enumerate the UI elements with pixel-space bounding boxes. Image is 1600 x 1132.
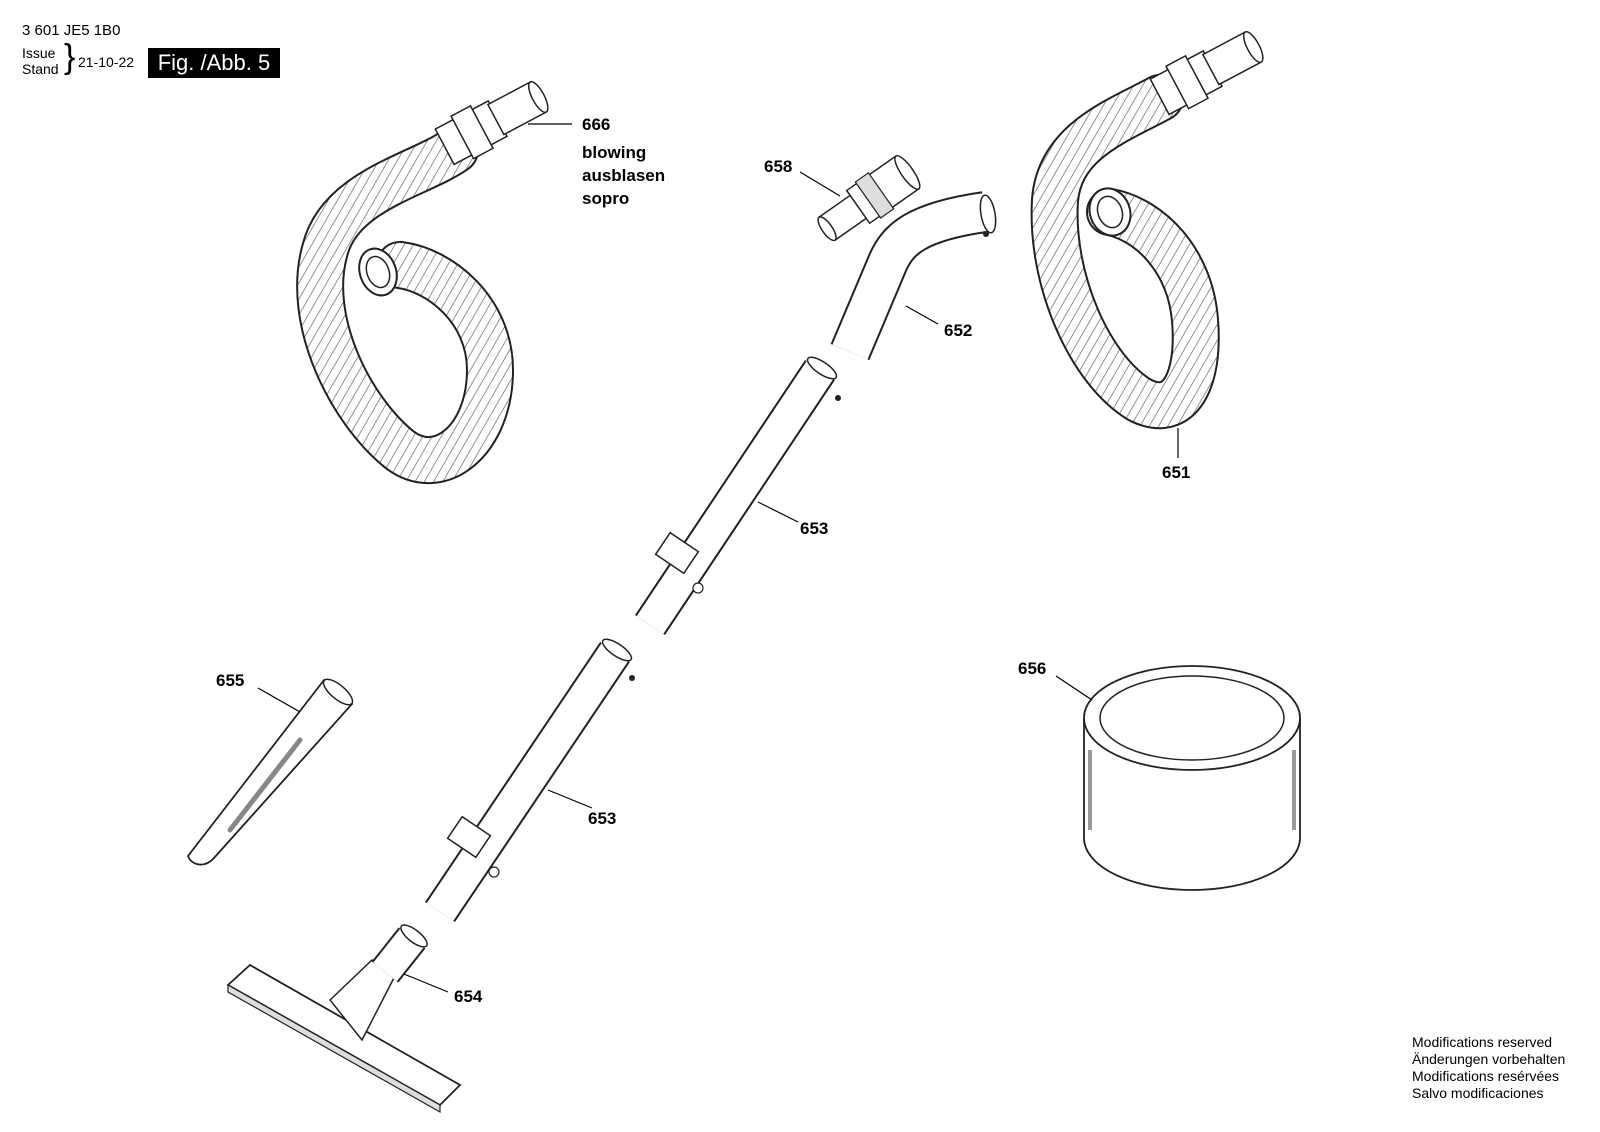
issue-label: Issue [22, 45, 56, 61]
label-666-note-2: ausblasen [582, 166, 665, 185]
leader-653-lower [547, 789, 593, 809]
figure-label: Fig. /Abb. 5 [148, 48, 280, 78]
issue-date: 21-10-22 [78, 54, 135, 70]
hose-666 [296, 80, 549, 484]
handle-652 [830, 191, 997, 361]
leader-655 [257, 687, 301, 713]
notice-line-3: Modifications resérvées [1412, 1068, 1560, 1084]
leader-656 [1055, 675, 1093, 701]
document-code: 3 601 JE5 1B0 [22, 22, 121, 39]
label-654: 654 [454, 987, 483, 1006]
filter-656 [1083, 665, 1301, 891]
label-656: 656 [1018, 659, 1046, 678]
leader-652 [905, 305, 939, 325]
hose-651 [1030, 30, 1264, 430]
label-653-lower: 653 [588, 809, 616, 828]
leader-658 [799, 171, 841, 197]
notice-line-1: Modifications reserved [1412, 1034, 1553, 1050]
stand-label: Stand [22, 61, 59, 77]
adapter-658 [817, 154, 921, 242]
brace-glyph: } [64, 38, 76, 76]
label-655: 655 [216, 671, 244, 690]
tube-653-upper [635, 356, 841, 635]
issue-stand-labels: Issue Stand [22, 45, 59, 77]
label-658: 658 [764, 157, 792, 176]
leader-653-upper [757, 501, 799, 523]
floor-nozzle-654 [226, 924, 462, 1114]
label-666-note-3: sopro [582, 189, 629, 208]
crevice-nozzle-655 [186, 678, 354, 866]
leader-654 [403, 973, 449, 993]
label-652: 652 [944, 321, 972, 340]
modifications-notice: Modifications reserved Änderungen vorbeh… [1412, 1034, 1565, 1102]
label-666-note-1: blowing [582, 143, 646, 162]
label-651: 651 [1162, 463, 1190, 482]
label-666: 666 [582, 115, 610, 134]
tube-653-lower [425, 638, 635, 923]
notice-line-2: Änderungen vorbehalten [1412, 1051, 1566, 1067]
label-653-upper: 653 [800, 519, 828, 538]
notice-line-4: Salvo modificaciones [1412, 1085, 1544, 1101]
